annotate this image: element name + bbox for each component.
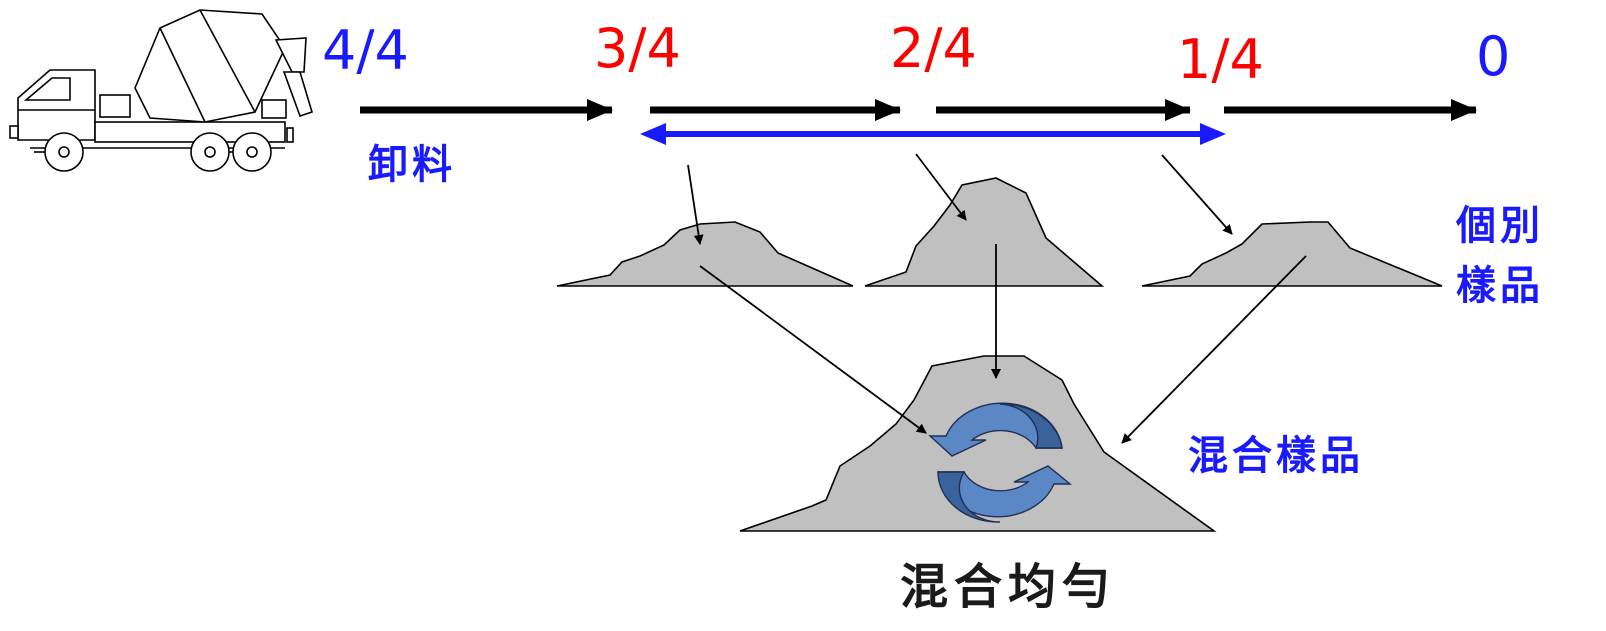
discharge-label: 卸料 <box>368 142 456 188</box>
individual-sample-pile-3 <box>1141 221 1443 287</box>
fraction-label-2-4: 2/4 <box>890 17 977 80</box>
individual-sample-label-line1: 個別 <box>1456 203 1544 249</box>
circular-mixing-arrows-icon <box>928 402 1072 523</box>
fraction-label-3-4: 3/4 <box>594 17 681 80</box>
sampling-arrow-3 <box>1161 154 1233 235</box>
combine-arrows <box>699 244 1307 444</box>
sampling-arrow-2 <box>915 153 967 221</box>
individual-sample-label-line2: 樣品 <box>1456 263 1544 309</box>
composite-sample-label: 混合樣品 <box>1188 433 1364 479</box>
fraction-label-0: 0 <box>1476 25 1511 88</box>
fraction-label-4-4: 4/4 <box>322 19 409 82</box>
combine-arrow-3 <box>1121 255 1307 444</box>
combine-arrow-1 <box>699 265 927 434</box>
individual-sample-pile-1 <box>556 221 854 287</box>
concrete-mixer-truck-icon <box>9 9 313 172</box>
fraction-label-1-4: 1/4 <box>1177 28 1264 91</box>
sampling-range-arrow <box>640 123 1226 145</box>
sampling-arrows <box>687 153 1233 245</box>
individual-sample-pile-2 <box>864 177 1105 287</box>
sampling-arrow-1 <box>687 164 704 245</box>
mix-uniform-label: 混合均勻 <box>900 559 1117 615</box>
